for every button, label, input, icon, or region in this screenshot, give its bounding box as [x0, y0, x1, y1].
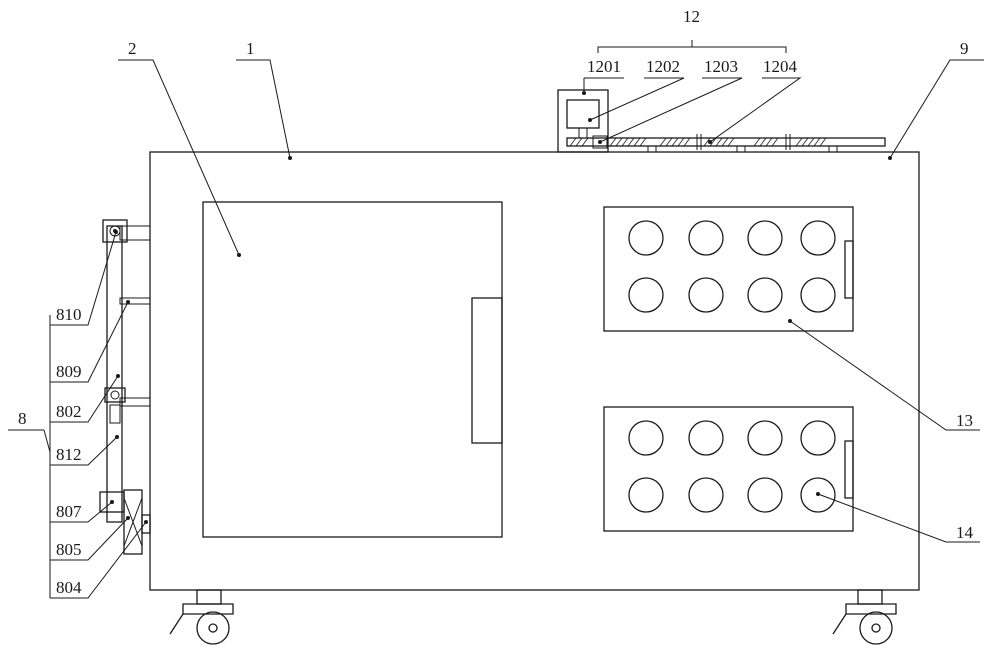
shaft [141, 514, 151, 534]
door [202, 201, 503, 538]
label-805: 805 [56, 540, 82, 559]
top-bearing [102, 219, 128, 243]
cabinet-body [149, 151, 920, 591]
vertical-rod [106, 225, 123, 523]
reference-labels: 2 1 9 12 1201 1202 1203 1204 13 14 8 810… [18, 7, 974, 597]
top-mechanism [557, 89, 886, 153]
label-9: 9 [960, 39, 969, 58]
label-1203: 1203 [704, 57, 738, 76]
label-809: 809 [56, 362, 82, 381]
label-807: 807 [56, 502, 82, 521]
panel-handle-lower [844, 440, 854, 499]
label-810: 810 [56, 305, 82, 324]
motor-housing [557, 89, 609, 153]
motor [566, 99, 600, 129]
label-804: 804 [56, 578, 82, 597]
caster-right [832, 589, 897, 645]
label-1201: 1201 [587, 57, 621, 76]
label-8: 8 [18, 409, 27, 428]
leader-lines [8, 40, 984, 599]
panel-handle-upper [844, 240, 854, 299]
label-1: 1 [246, 39, 255, 58]
label-802: 802 [56, 402, 82, 421]
label-12: 12 [683, 7, 700, 26]
label-14: 14 [956, 523, 974, 542]
caster-left [169, 589, 234, 645]
label-1202: 1202 [646, 57, 680, 76]
hole-panel-lower [603, 406, 854, 532]
label-2: 2 [128, 39, 137, 58]
label-812: 812 [56, 445, 82, 464]
mid-block [104, 387, 126, 403]
rail [566, 137, 886, 147]
label-1204: 1204 [763, 57, 798, 76]
door-handle [471, 297, 503, 444]
hole-panel-upper [603, 206, 854, 332]
label-13: 13 [956, 411, 973, 430]
side-mechanism [99, 219, 151, 555]
